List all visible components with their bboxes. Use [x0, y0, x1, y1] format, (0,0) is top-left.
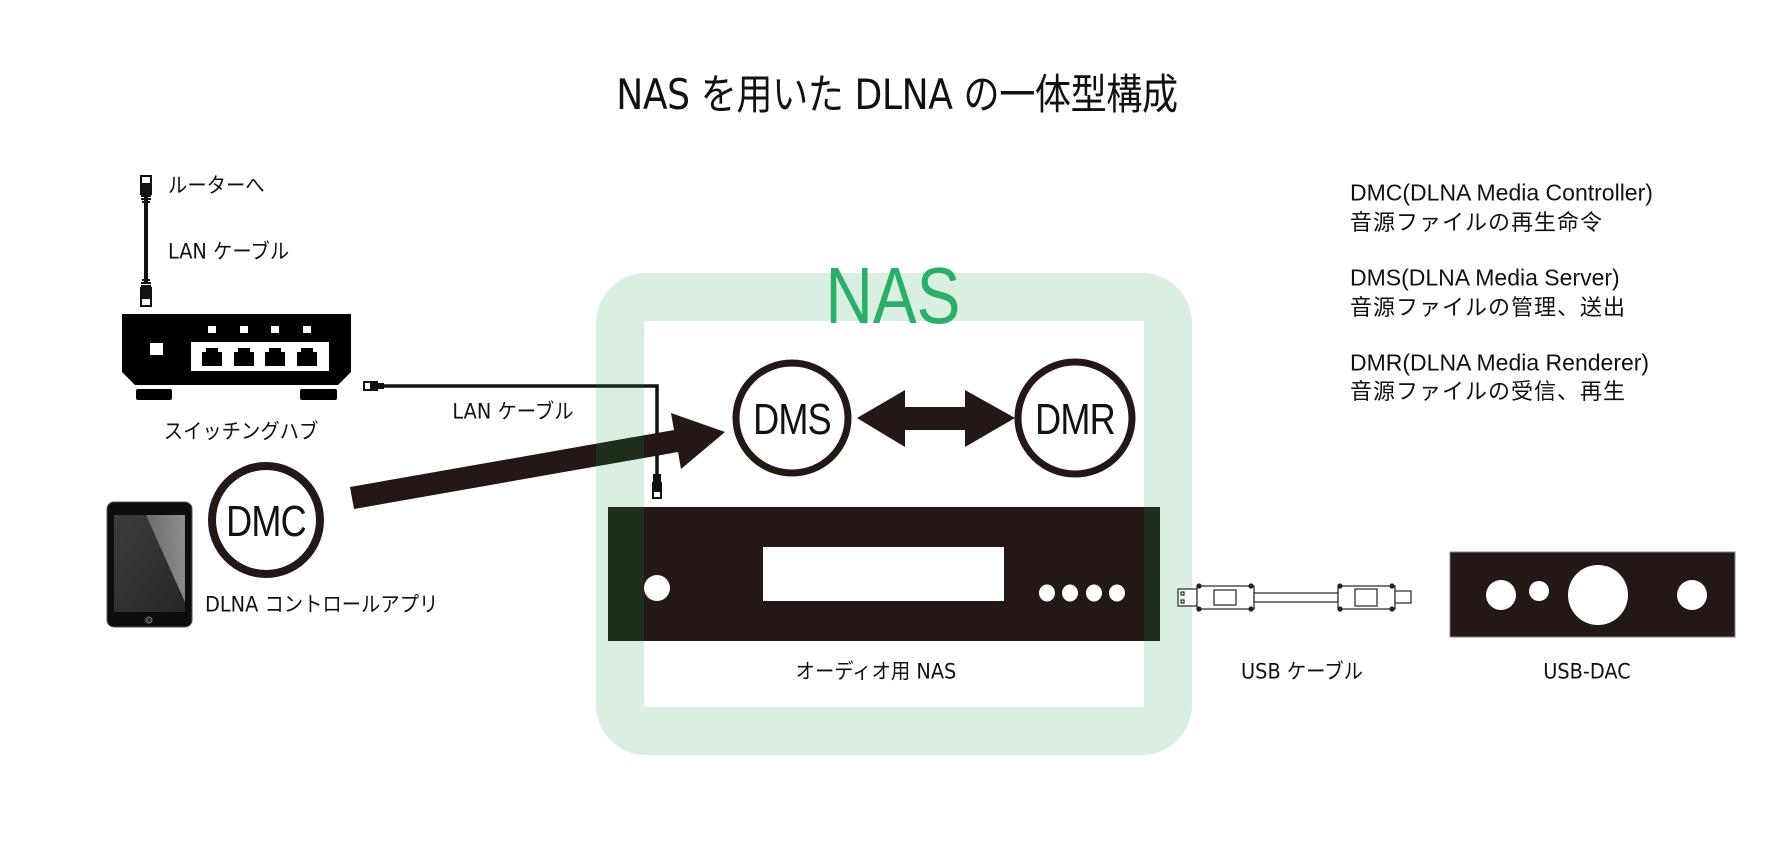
router-label: ルーターへ [168, 173, 265, 198]
lan-connector-icon [140, 175, 152, 203]
usb-dac-icon [1449, 551, 1736, 638]
dmc-node-label: DMC [226, 497, 307, 546]
lan-cable-mid-label: LAN ケーブル [452, 399, 574, 424]
dmc-node-circle [208, 462, 324, 578]
legend-term-dms: DMS(DLNA Media Server) [1350, 264, 1620, 291]
lan-cable-top-label: LAN ケーブル [168, 239, 290, 264]
lan-connector-icon [652, 474, 662, 499]
hub-ports [202, 348, 317, 366]
legend-desc-dmc: 音源ファイルの再生命令 [1350, 211, 1604, 236]
lan-cable-wire [144, 196, 148, 282]
page-title: NAS を用いた DLNA の一体型構成 [616, 70, 1178, 119]
nas-area-label: NAS [825, 251, 961, 340]
dmr-node-circle [1014, 358, 1136, 478]
bidirectional-arrow [857, 390, 1015, 447]
nas-device-icon [608, 507, 1160, 641]
dmr-node-label: DMR [1035, 395, 1116, 444]
control-app-label: DLNA コントロールアプリ [205, 592, 439, 617]
dms-node-circle [732, 359, 852, 477]
switching-hub-label: スイッチングハブ [163, 419, 319, 444]
audio-nas-label: オーディオ用 NAS [795, 659, 957, 684]
usb-dac-label: USB-DAC [1543, 659, 1631, 684]
nas-display [763, 547, 1004, 601]
usb-cable-label: USB ケーブル [1241, 659, 1363, 684]
usb-cable-icon [1177, 583, 1412, 612]
nas-indicator-dots [1039, 584, 1125, 602]
lan-connector-icon [140, 279, 152, 307]
legend-term-dmr: DMR(DLNA Media Renderer) [1350, 349, 1650, 376]
lan-connector-icon [363, 381, 384, 391]
tablet-icon [106, 501, 193, 628]
dms-node-label: DMS [753, 395, 832, 444]
switching-hub-icon [122, 314, 351, 400]
legend-desc-dmr: 音源ファイルの受信、再生 [1350, 380, 1627, 405]
hub-port-leds [208, 326, 311, 333]
legend-term-dmc: DMC(DLNA Media Controller) [1350, 179, 1653, 206]
control-arrow [350, 413, 725, 509]
lan-cable-to-router [140, 175, 152, 307]
nas-power-knob [644, 575, 670, 601]
legend-desc-dms: 音源ファイルの管理、送出 [1350, 296, 1627, 321]
hub-power-led [150, 343, 163, 355]
